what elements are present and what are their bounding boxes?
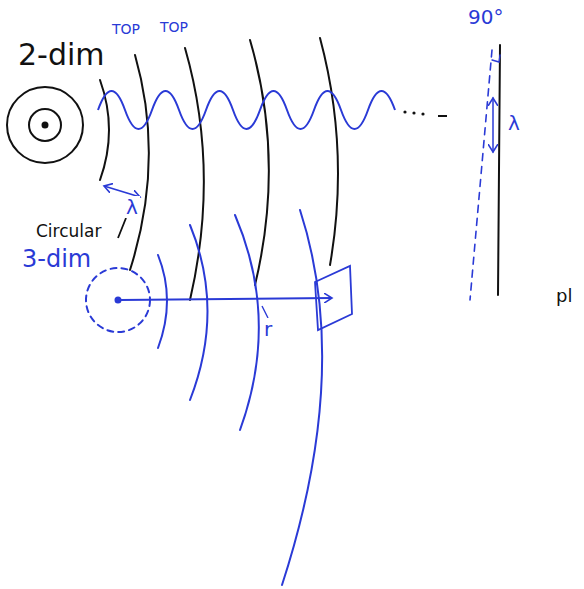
circular-slash: [118, 218, 126, 238]
radius-symbol: r: [262, 318, 274, 340]
continuation-dots: [403, 110, 447, 117]
plane-label: pl: [554, 286, 574, 306]
wavefronts-2d: [100, 38, 338, 300]
sine-wave: [98, 91, 395, 129]
dimension-title: 2-dim: [16, 38, 107, 71]
crest-label: TOP: [110, 22, 142, 37]
crest-label: TOP: [158, 20, 190, 35]
radius-arrow: [120, 298, 332, 300]
angle-label: 90°: [466, 6, 505, 28]
circular-source: [7, 87, 83, 163]
dimension-title: 3-dim: [20, 246, 93, 272]
wavelength-symbol: λ: [124, 196, 140, 218]
area-patch: [315, 266, 352, 330]
radius-leader: [262, 306, 268, 318]
spherical-source: [86, 210, 322, 585]
plane-wavefront: [470, 45, 500, 300]
wavelength-symbol: λ: [506, 112, 522, 134]
wave-type-label: Circular: [34, 222, 103, 241]
